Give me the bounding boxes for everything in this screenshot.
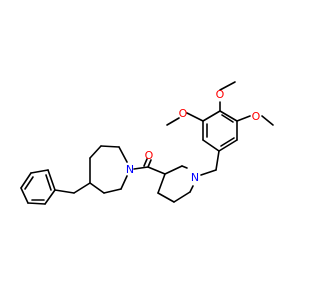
n-right-piperidine-label: N <box>191 171 199 184</box>
methoxy-left-bond <box>186 112 204 122</box>
methoxy-left-methyl <box>166 117 180 126</box>
right-piperidine-ring <box>157 165 194 203</box>
methoxy-right-bond <box>236 115 251 122</box>
methoxy-top-methyl <box>219 81 236 91</box>
benzyl-ch2-bond-2 <box>73 182 91 194</box>
o-methoxy-left-label: O <box>179 107 188 120</box>
amide-cn-bond <box>133 166 149 170</box>
left-piperidine-ring <box>89 145 128 194</box>
o-carbonyl-label: O <box>145 149 154 162</box>
carbonyl-bond-1 <box>147 159 152 168</box>
benzyl-ch2-bond <box>54 189 75 194</box>
o-methoxy-top-label: O <box>216 88 225 101</box>
n-ch2-bond <box>200 169 217 176</box>
benzene-ring <box>20 169 56 205</box>
trimethoxyphenyl-ring <box>202 110 238 152</box>
molecule-structure: O N N O O O <box>20 81 274 205</box>
amide-cc-bond <box>147 166 166 175</box>
ch2-aryl-bond <box>215 150 220 171</box>
carbonyl-bond-2 <box>143 158 148 167</box>
structure-canvas: O N N O O O <box>20 81 274 205</box>
o-methoxy-right-label: O <box>252 110 261 123</box>
n-left-piperidine-label: N <box>126 163 134 176</box>
methoxy-right-methyl <box>261 115 274 126</box>
bonds <box>20 81 274 205</box>
